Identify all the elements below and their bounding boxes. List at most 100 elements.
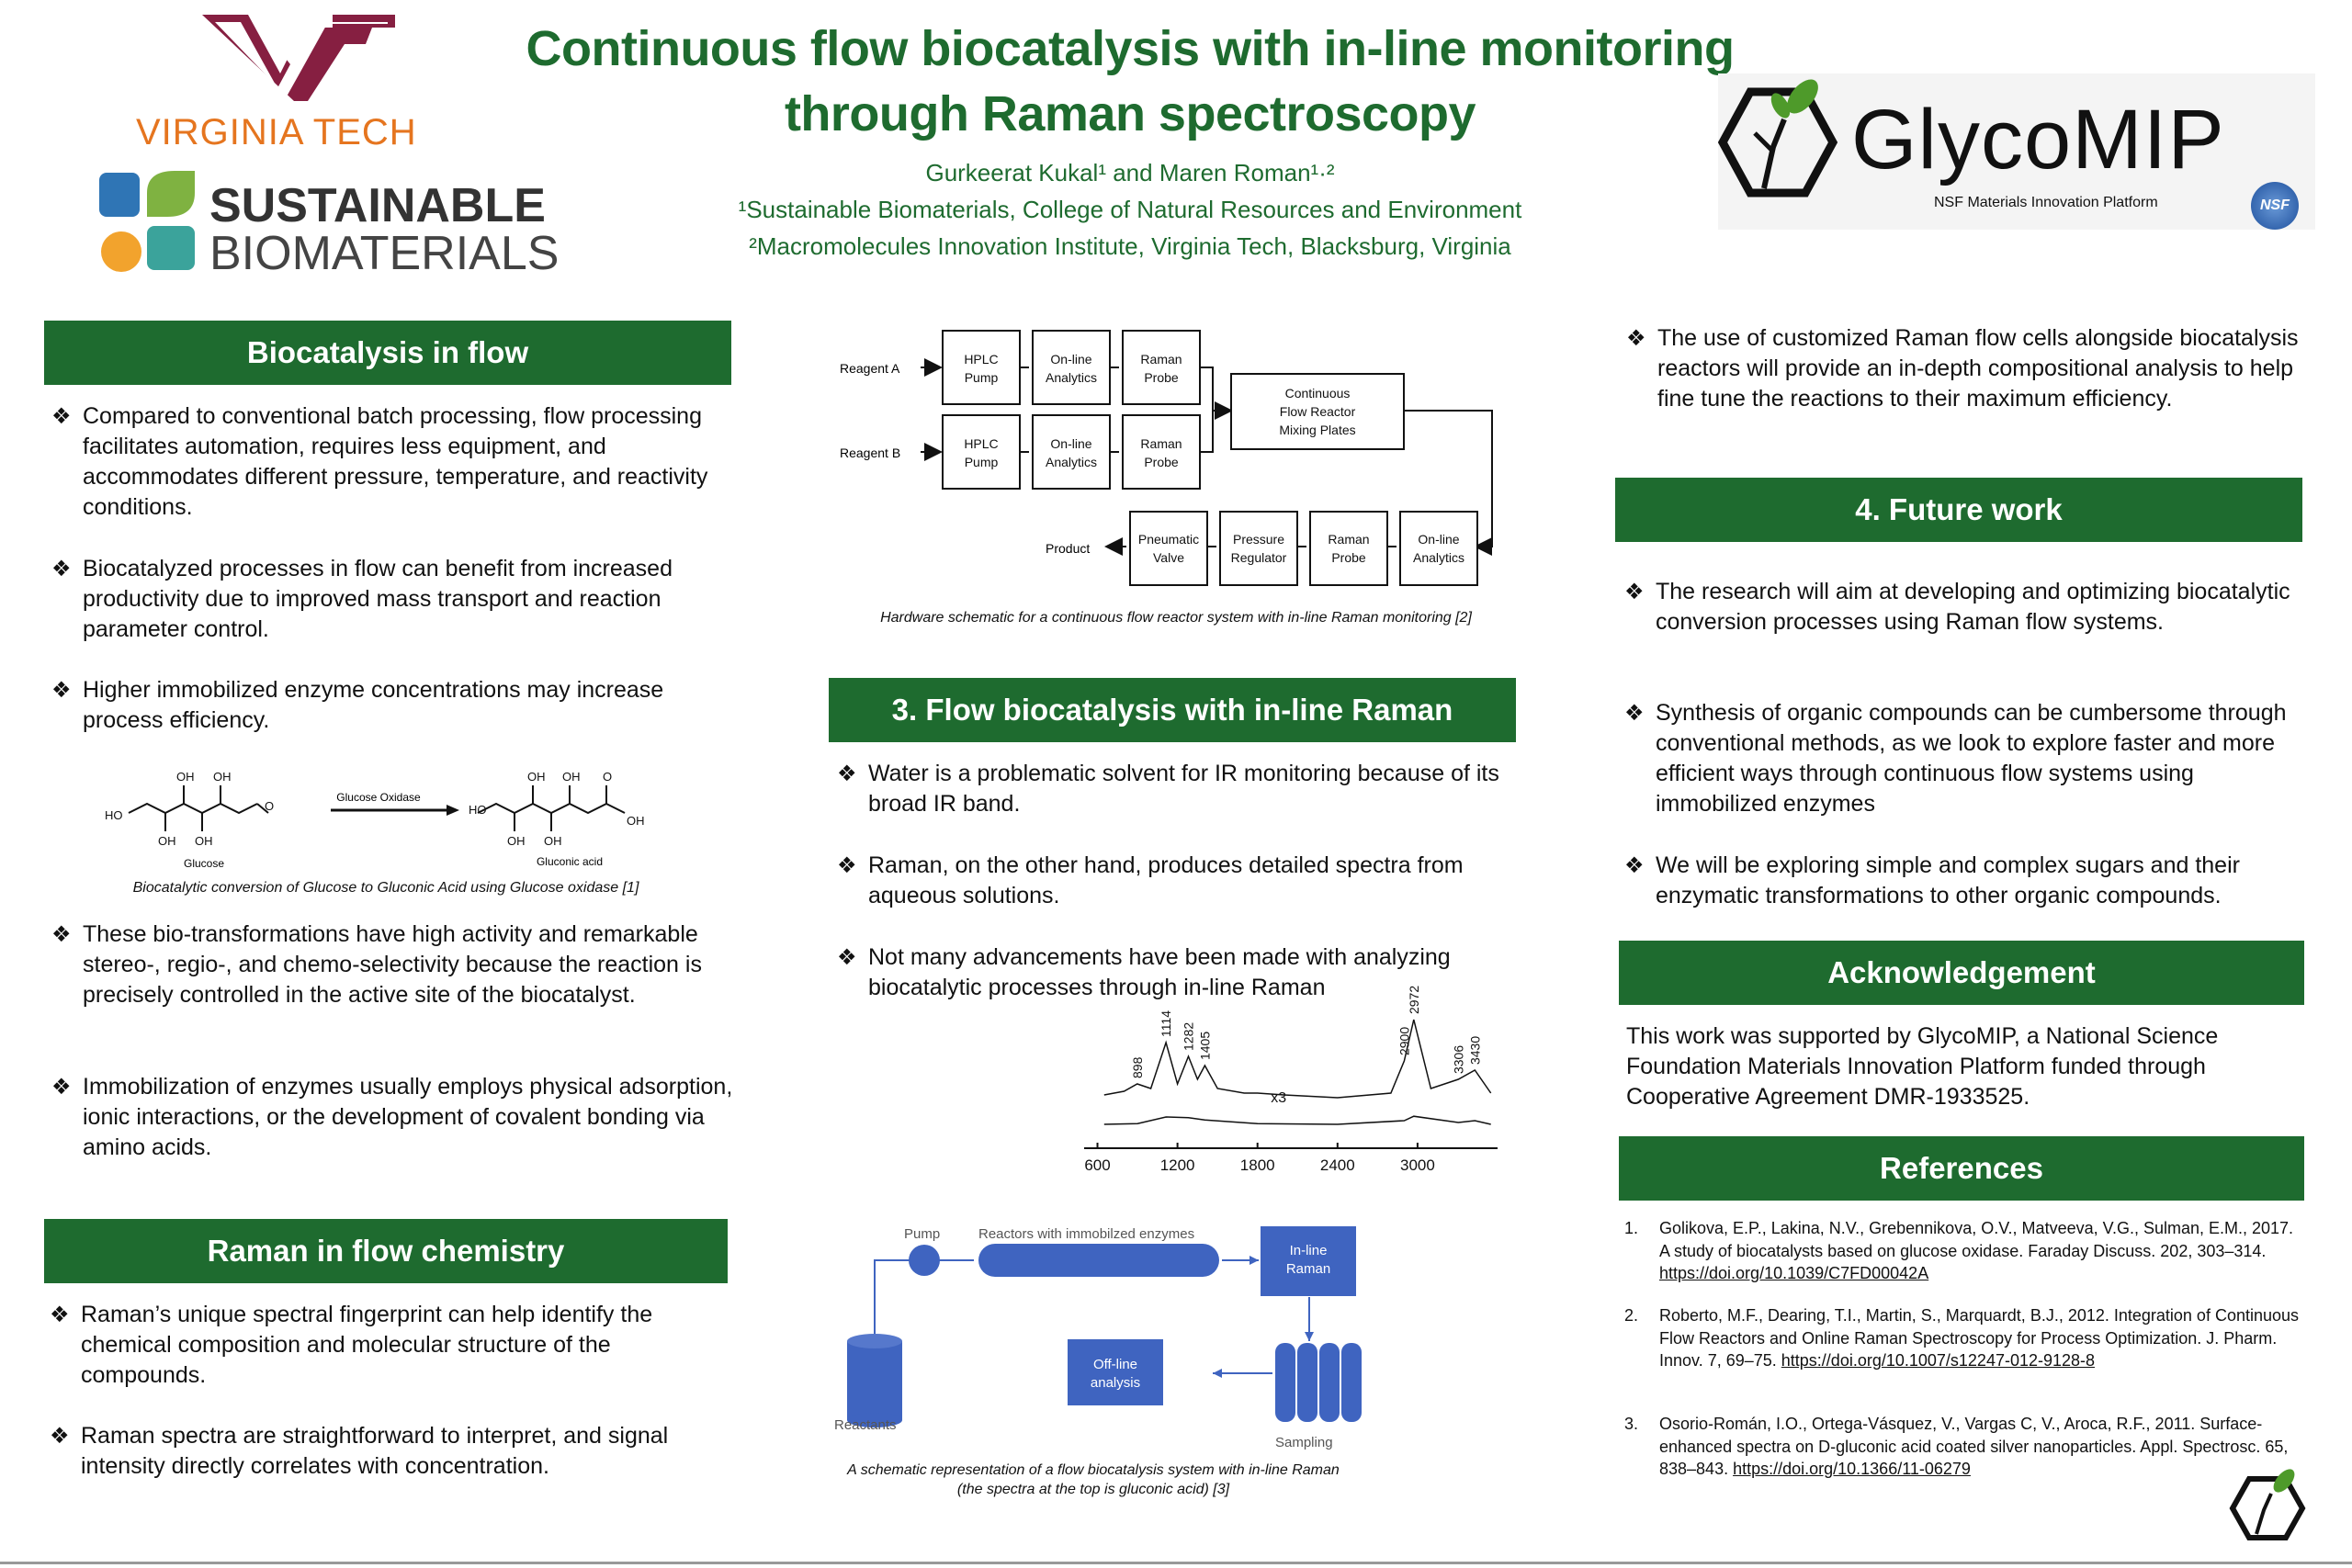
sb-logo-icon (99, 171, 195, 272)
peak-label: 1282 (1182, 1022, 1196, 1051)
bullet-marker-icon: ❖ (51, 1075, 72, 1100)
bullet-text: Raman spectra are straightforward to int… (81, 1423, 669, 1479)
pump-icon (909, 1245, 940, 1276)
bullet-2: ❖ Biocatalyzed processes in flow can ben… (51, 554, 735, 645)
reference-number: 2. (1624, 1306, 1639, 1325)
bullet-text: Compared to conventional batch processin… (83, 403, 708, 520)
online-analytics-1-line2: Analytics (1046, 370, 1097, 385)
reaction-caption: Biocatalytic conversion of Glucose to Gl… (132, 880, 639, 896)
online-analytics-3-line2: Analytics (1413, 550, 1464, 565)
reference-link[interactable]: https://doi.org/10.1366/11-06279 (1733, 1460, 1971, 1478)
peak-label: 2900 (1396, 1027, 1411, 1055)
section-future-work-header: 4. Future work (1615, 478, 2302, 542)
bullet-3: ❖ Higher immobilized enzyme concentratio… (51, 675, 735, 736)
bullet-marker-icon: ❖ (837, 853, 857, 878)
x-tick-label: 3000 (1400, 1156, 1435, 1174)
spectrum-line-1 (1103, 1019, 1492, 1099)
bullet-marker-icon: ❖ (837, 945, 857, 970)
vt-logo-text: VIRGINIA TECH (136, 112, 417, 152)
footer-divider (0, 1562, 2352, 1564)
pump-label: Pump (904, 1226, 940, 1242)
pneumatic-valve-line1: Pneumatic (1138, 532, 1199, 547)
bullet-marker-icon: ❖ (837, 761, 857, 786)
reference-3: 3. Osorio-Román, I.O., Ortega-Vásquez, V… (1624, 1413, 2302, 1481)
sampling-tubes-icon (1275, 1343, 1362, 1422)
bullet-marker-icon: ❖ (50, 1303, 70, 1327)
hardware-caption: Hardware schematic for a continuous flow… (880, 610, 1472, 626)
raman-probe-3-line1: Raman (1328, 532, 1369, 547)
scale-annotation: x3 (1271, 1090, 1286, 1106)
sb-logo-line1: SUSTAINABLE (209, 179, 546, 232)
reference-text: Osorio-Román, I.O., Ortega-Vásquez, V., … (1659, 1415, 2289, 1478)
bullet-text: Raman’s unique spectral fingerprint can … (81, 1302, 653, 1388)
glycomip-hexagon-icon (1717, 79, 1838, 197)
reaction-enzyme-label: Glucose Oxidase (336, 791, 421, 804)
x-tick-label: 600 (1084, 1156, 1110, 1174)
title-line-1: Continuous flow biocatalysis with in-lin… (526, 21, 1735, 76)
sampling-label: Sampling (1275, 1435, 1333, 1450)
affiliation-1: ¹Sustainable Biomaterials, College of Na… (738, 196, 1522, 223)
x-tick-label: 2400 (1320, 1156, 1355, 1174)
sustainable-biomaterials-logo: SUSTAINABLE BIOMATERIALS (92, 165, 559, 285)
bullet-8: ❖ Water is a problematic solvent for IR … (837, 759, 1511, 819)
bullet-marker-icon: ❖ (51, 404, 72, 429)
spectrum-line-2 (1103, 1115, 1491, 1125)
flow-reactor-line2: Flow Reactor (1280, 404, 1356, 419)
affiliation-2: ²Macromolecules Innovation Institute, Vi… (749, 232, 1511, 260)
reactants-label: Reactants (834, 1417, 897, 1433)
hardware-schematic-diagram: Reagent A Reagent B HPLC Pump On-line An… (840, 330, 1493, 586)
svg-text:OH: OH (507, 834, 526, 848)
offline-analysis-box (1068, 1339, 1163, 1405)
peak-label: 1114 (1159, 1010, 1173, 1037)
hplc-pump-1-line1: HPLC (964, 352, 998, 367)
bullet-1: ❖ Compared to conventional batch process… (51, 401, 735, 523)
reaction-product-label: Gluconic acid (537, 855, 603, 868)
svg-text:HO: HO (469, 803, 487, 817)
glycomip-logo: GlycoMIP NSF Materials Innovation Platfo… (1717, 73, 2315, 230)
reaction-reactant-label: Glucose (184, 857, 224, 870)
bullet-marker-icon: ❖ (51, 557, 72, 581)
peak-label: 898 (1130, 1056, 1145, 1078)
svg-text:O: O (603, 770, 612, 784)
pneumatic-valve-line2: Valve (1153, 550, 1184, 565)
reactors-label: Reactors with immobilzed enzymes (978, 1226, 1194, 1242)
reference-2: 2. Roberto, M.F., Dearing, T.I., Martin,… (1624, 1304, 2302, 1372)
authors-block: Gurkeerat Kukal¹ and Maren Roman¹·² ¹Sus… (588, 154, 1672, 265)
bullet-marker-icon: ❖ (1624, 580, 1645, 604)
vt-logo-mark (202, 15, 395, 101)
glycomip-tagline: NSF Materials Innovation Platform (1934, 195, 2158, 210)
section-references-header: References (1619, 1136, 2304, 1201)
section-flow-raman-header: 3. Flow biocatalysis with in-line Raman (829, 678, 1516, 742)
hplc-pump-2-line1: HPLC (964, 436, 998, 451)
x-tick-label: 1800 (1240, 1156, 1275, 1174)
bullet-6: ❖ Raman’s unique spectral fingerprint ca… (50, 1300, 733, 1391)
flow-biocatalysis-schematic: Pump Reactors with immobilzed enzymes In… (834, 1226, 1362, 1450)
schematic-caption-line2: (the spectra at the top is gluconic acid… (956, 1482, 1230, 1497)
inline-raman-label-1: In-line (1290, 1243, 1328, 1258)
bullet-text: The use of customized Raman flow cells a… (1657, 325, 2299, 412)
section-biocatalysis-header: Biocatalysis in flow (44, 321, 731, 385)
sb-logo-line2: BIOMATERIALS (209, 227, 560, 280)
bullet-4: ❖ These bio-transformations have high ac… (51, 919, 735, 1010)
raman-probe-3-line2: Probe (1331, 550, 1366, 565)
peak-label: 3430 (1467, 1036, 1482, 1065)
vt-logo: VIRGINIA TECH (119, 9, 469, 156)
reference-link[interactable]: https://doi.org/10.1039/C7FD00042A (1659, 1264, 1929, 1282)
svg-text:OH: OH (176, 770, 195, 784)
schematic-caption: A schematic representation of a flow bio… (808, 1461, 1378, 1499)
bullet-13: ❖ Synthesis of organic compounds can be … (1624, 698, 2299, 819)
flow-reactor-line1: Continuous (1285, 386, 1351, 400)
online-analytics-2-line1: On-line (1050, 436, 1091, 451)
offline-analysis-label-1: Off-line (1093, 1357, 1137, 1372)
svg-text:OH: OH (527, 770, 546, 784)
bullet-text: Water is a problematic solvent for IR mo… (868, 761, 1499, 817)
reference-link[interactable]: https://doi.org/10.1007/s12247-012-9128-… (1781, 1351, 2096, 1370)
poster-title: Continuous flow biocatalysis with in-lin… (478, 17, 1782, 147)
bullet-14: ❖ We will be exploring simple and comple… (1624, 851, 2299, 911)
svg-text:OH: OH (195, 834, 213, 848)
svg-text:OH: OH (627, 814, 645, 828)
nsf-badge-icon: NSF (2251, 182, 2299, 230)
glycomip-small-logo-icon (2229, 1469, 2306, 1540)
bullet-marker-icon: ❖ (50, 1424, 70, 1449)
